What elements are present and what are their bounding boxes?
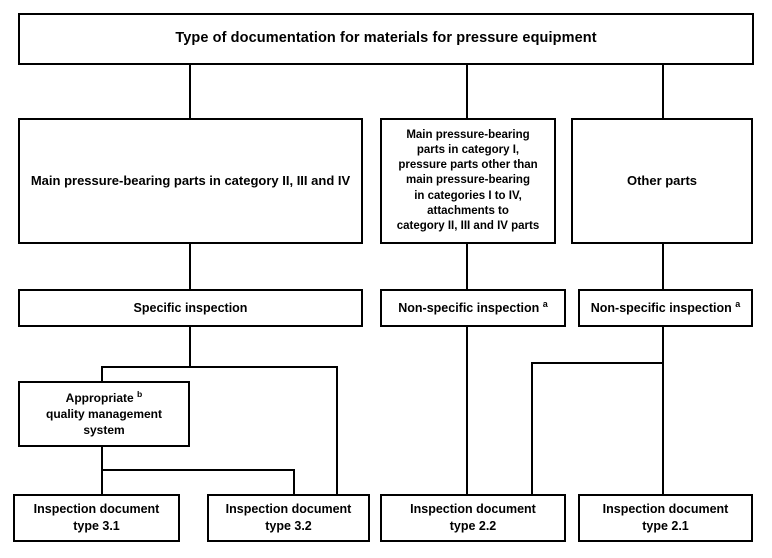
node-non-specific-inspection-center: Non-specific inspection a xyxy=(380,289,566,327)
node-quality-management-system-line-2: quality management xyxy=(45,406,163,421)
node-inspection-document-type-31-line-1: Inspection document xyxy=(33,502,160,517)
connector-nonspecific-right-to-doc21 xyxy=(662,362,664,495)
node-other-parts: Other parts xyxy=(571,118,753,244)
node-main-parts-category-1: Main pressure-bearing parts in category … xyxy=(380,118,556,244)
connector-qms-bus-to-doc31 xyxy=(101,469,103,495)
node-inspection-document-type-22-text: Inspection document type 2.2 xyxy=(404,501,542,535)
node-inspection-document-type-32-text: Inspection document type 3.2 xyxy=(220,501,358,535)
connector-specific-inspection-stem xyxy=(189,326,191,368)
node-inspection-document-type-21-text: Inspection document type 2.1 xyxy=(597,501,735,535)
node-main-parts-category-1-line-5: in categories I to IV, xyxy=(414,189,522,202)
node-main-parts-category-234-label: Main pressure-bearing parts in category … xyxy=(30,173,351,189)
node-non-specific-inspection-right-text: Non-specific inspection a xyxy=(585,298,747,316)
node-inspection-document-type-32-line-1: Inspection document xyxy=(225,502,352,517)
connector-root-to-cat234 xyxy=(189,64,191,120)
node-non-specific-inspection-right: Non-specific inspection a xyxy=(578,289,753,327)
footnote-marker-b: b xyxy=(137,388,143,399)
node-inspection-document-type-22: Inspection document type 2.2 xyxy=(380,494,566,542)
connector-other-to-nonspecific-right xyxy=(662,243,664,291)
node-inspection-document-type-31-text: Inspection document type 3.1 xyxy=(28,501,166,535)
node-root-label: Type of documentation for materials for … xyxy=(175,30,597,47)
node-specific-inspection: Specific inspection xyxy=(18,289,363,327)
footnote-marker-a: a xyxy=(735,298,741,309)
node-main-parts-category-1-line-6: attachments to xyxy=(427,204,509,217)
node-main-parts-category-1-line-1: Main pressure-bearing xyxy=(406,128,530,141)
node-inspection-document-type-21-line-2: type 2.1 xyxy=(642,519,689,533)
connector-nonspecific-right-stem xyxy=(662,326,664,363)
connector-qms-stem xyxy=(101,446,103,470)
node-inspection-document-type-31-line-2: type 3.1 xyxy=(73,519,120,533)
node-quality-management-system-line-1: Appropriate xyxy=(65,390,134,405)
node-main-parts-category-1-line-4: main pressure-bearing xyxy=(406,174,530,187)
node-non-specific-inspection-right-label: Non-specific inspection xyxy=(590,300,732,315)
connector-root-to-cat1 xyxy=(466,64,468,120)
node-quality-management-system-line-3: system xyxy=(83,423,125,438)
connector-qms-bus-to-doc32 xyxy=(293,469,295,495)
node-quality-management-system-text: Appropriate b quality management system xyxy=(40,388,168,439)
node-inspection-document-type-22-line-2: type 2.2 xyxy=(449,519,497,533)
node-main-parts-category-1-text: Main pressure-bearing parts in category … xyxy=(391,128,546,235)
node-quality-management-system: Appropriate b quality management system xyxy=(18,381,190,447)
node-non-specific-inspection-center-label: Non-specific inspection xyxy=(398,300,540,315)
node-non-specific-inspection-center-text: Non-specific inspection a xyxy=(392,298,554,316)
node-inspection-document-type-31: Inspection document type 3.1 xyxy=(13,494,180,542)
node-inspection-document-type-21-line-1: Inspection document xyxy=(602,502,729,517)
node-inspection-document-type-32: Inspection document type 3.2 xyxy=(207,494,370,542)
node-root-title: Type of documentation for materials for … xyxy=(18,13,754,65)
connector-specific-inspection-bus xyxy=(101,366,338,368)
connector-cat1-to-nonspecific-center xyxy=(466,243,468,291)
connector-bus-to-doc22-right xyxy=(531,362,533,495)
connector-nonspecific-center-to-doc22 xyxy=(466,326,468,495)
node-main-parts-category-1-line-7: category II, III and IV parts xyxy=(396,220,540,233)
node-inspection-document-type-32-line-2: type 3.2 xyxy=(265,519,312,533)
node-inspection-document-type-21: Inspection document type 2.1 xyxy=(578,494,753,542)
node-specific-inspection-label: Specific inspection xyxy=(133,300,248,315)
connector-qms-bus xyxy=(101,469,295,471)
node-main-parts-category-1-line-3: pressure parts other than xyxy=(398,159,538,172)
connector-bus-to-doc32 xyxy=(336,366,338,494)
connector-nonspecific-right-bus xyxy=(531,362,664,364)
node-inspection-document-type-22-line-1: Inspection document xyxy=(410,502,536,517)
node-main-parts-category-234: Main pressure-bearing parts in category … xyxy=(18,118,363,244)
connector-cat234-to-specific-inspection xyxy=(189,243,191,291)
node-other-parts-label: Other parts xyxy=(626,173,698,189)
connector-bus-to-qms xyxy=(101,366,103,383)
footnote-marker-a: a xyxy=(542,298,548,309)
connector-root-to-other xyxy=(662,64,664,120)
node-main-parts-category-1-line-2: parts in category I, xyxy=(416,143,520,156)
